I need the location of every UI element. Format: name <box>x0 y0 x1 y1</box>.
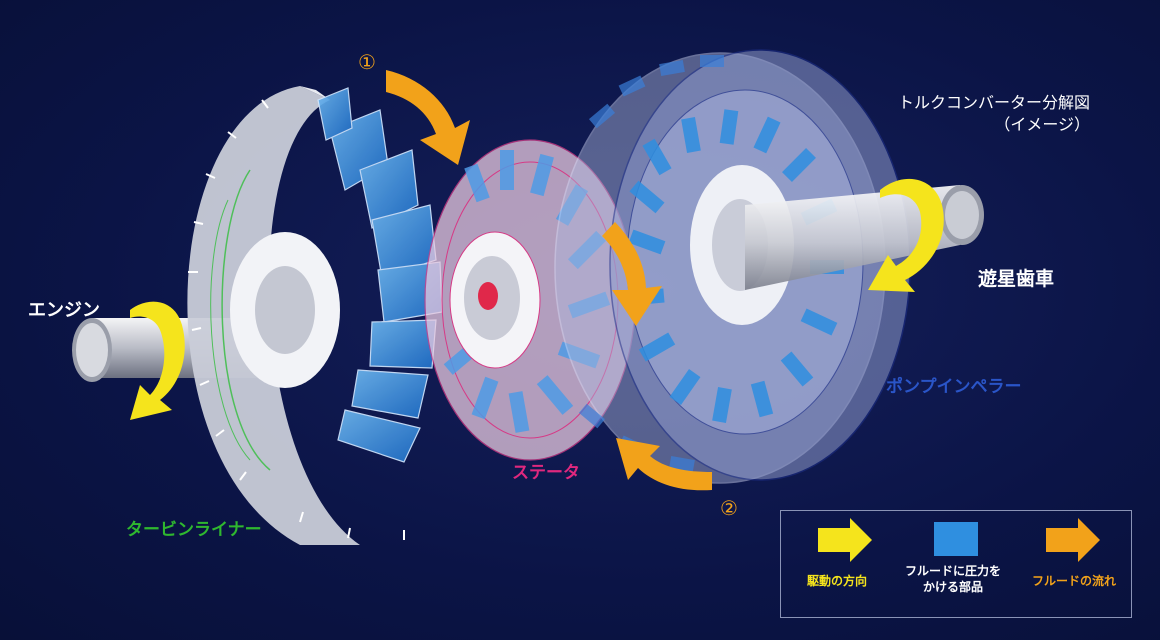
fluid-arrow-1 <box>386 70 470 165</box>
turbine-blades <box>317 87 443 463</box>
engine-label: エンジン <box>28 300 100 321</box>
stator <box>424 139 636 461</box>
fluid-arrow-3 <box>602 222 662 326</box>
pump-impeller-label: ポンプインペラー <box>886 377 1022 397</box>
title-line1: トルクコンバーター分解図 <box>897 93 1090 112</box>
flow-number-2: ② <box>720 496 738 520</box>
fluid-arrow-2 <box>616 438 712 491</box>
title-line2: （イメージ） <box>994 115 1090 134</box>
turbine-liner-label: タービンライナー <box>126 520 262 540</box>
fluid-flow-icon <box>1046 518 1100 562</box>
planetary-shaft <box>745 185 984 290</box>
turbine-liner <box>187 86 405 545</box>
diagram-title: トルクコンバーター分解図 （イメージ） <box>880 92 1090 136</box>
pressure-part-icon <box>934 522 978 556</box>
planetary-gear-label: 遊星歯車 <box>978 268 1055 290</box>
legend-fluid-flow: フルードの流れ <box>1031 574 1116 588</box>
legend-icons <box>818 518 1100 562</box>
flow-number-1: ① <box>358 50 376 74</box>
drive-arrow-planetary <box>868 178 944 292</box>
stator-label: ステータ <box>512 463 580 483</box>
legend-box: 駆動の方向 フルードに圧力を かける部品 フルードの流れ <box>780 510 1132 618</box>
legend-drive-direction: 駆動の方向 <box>806 574 867 588</box>
drive-arrow-engine <box>130 301 185 420</box>
drive-direction-icon <box>818 518 872 562</box>
legend-pressure-parts: フルードに圧力を かける部品 <box>904 564 1001 594</box>
